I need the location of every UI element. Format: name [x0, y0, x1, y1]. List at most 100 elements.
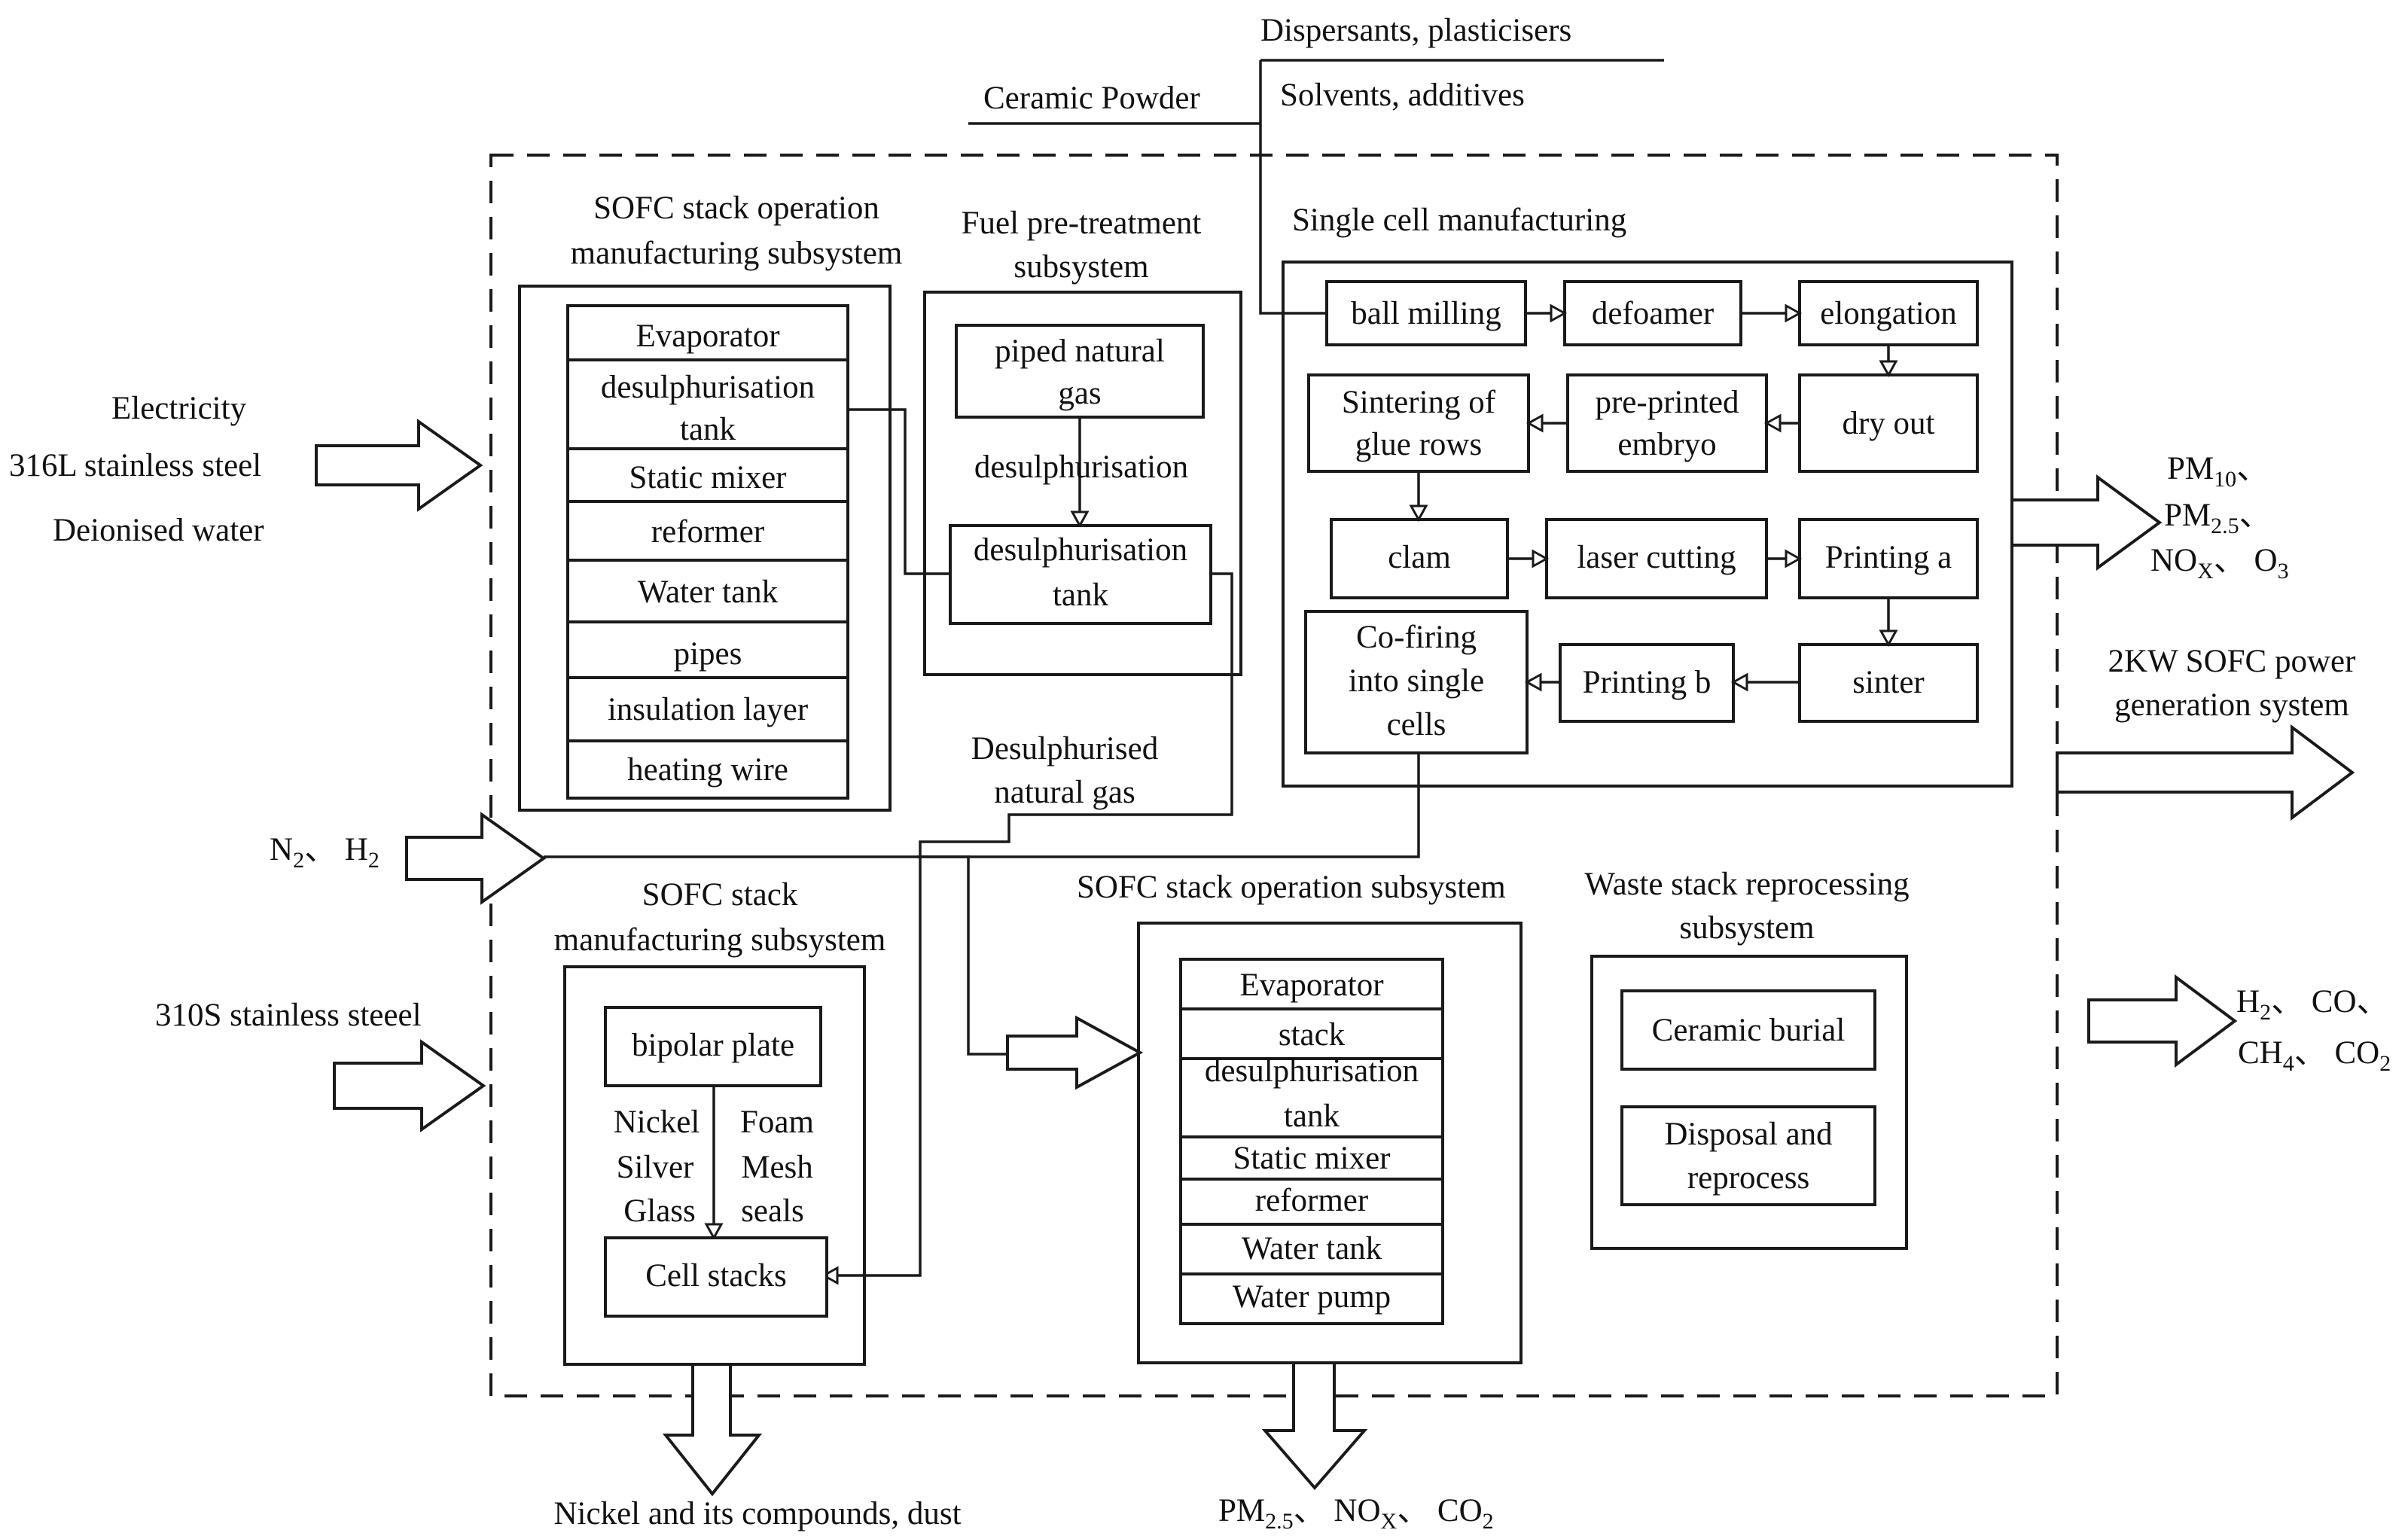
op-evaporator-label: Evaporator — [1239, 968, 1383, 1003]
output-arrow-emissions — [2010, 474, 2163, 571]
arrowhead-preprinted — [1763, 413, 1782, 433]
waste-frame — [1590, 955, 1908, 1250]
component-water-tank — [566, 559, 849, 623]
step-ball-milling-label: ball milling — [1351, 296, 1501, 331]
system-output-label-1: 2KW SOFC power — [2108, 644, 2356, 679]
desulphurised-gas-label-1: Desulphurised — [971, 731, 1158, 766]
ceramic-burial-label: Ceramic burial — [1652, 1013, 1846, 1048]
op-static-mixer — [1179, 1135, 1444, 1181]
step-cofiring-label-1: Co-firing — [1356, 620, 1477, 655]
stack-op-title: SOFC stack operation subsystem — [1077, 870, 1506, 905]
fuel-title-2: subsystem — [1013, 249, 1148, 285]
op-water-tank-label: Water tank — [1242, 1231, 1382, 1266]
gases-label-2: CH4、 CO2 — [2238, 1035, 2391, 1076]
input-arrow-n2-h2 — [405, 812, 547, 905]
fuel-tank-label-1: desulphurisation — [974, 532, 1187, 568]
step-defoamer-label: defoamer — [1592, 296, 1714, 331]
component-static-mixer — [566, 447, 849, 503]
step-clam — [1330, 518, 1509, 599]
component-desulph-label-2: tank — [680, 412, 736, 447]
step-printing-a-label: Printing a — [1825, 540, 1952, 575]
step-printing-b-label: Printing b — [1583, 665, 1712, 700]
solvents-label: Solvents, additives — [1280, 78, 1525, 113]
arrowhead-clam — [1409, 504, 1428, 523]
stack-mfg-title-1: SOFC stack — [642, 877, 798, 913]
piped-gas-box — [955, 324, 1205, 419]
component-heating-wire-label: heating wire — [627, 752, 788, 788]
system-output-label-2: generation system — [2114, 687, 2349, 723]
step-cofiring-label-2: into single — [1349, 663, 1484, 699]
arrowhead-printinga — [1785, 549, 1803, 568]
disposal-label-2: reprocess — [1687, 1160, 1809, 1196]
step-sintering-label-2: glue rows — [1355, 427, 1482, 462]
step-elongation-label: elongation — [1820, 296, 1957, 331]
foam-label: Foam — [740, 1105, 814, 1140]
deionised-water-label: Deionised water — [53, 513, 264, 548]
n2-h2-to-stack-op-line — [917, 855, 1007, 1056]
n2-h2-label: N2、 H2 — [270, 832, 379, 873]
waste-title-1: Waste stack reprocessing — [1584, 867, 1909, 902]
component-reformer-label: reformer — [651, 514, 764, 550]
op-water-pump — [1179, 1272, 1444, 1325]
piped-gas-label-2: gas — [1058, 376, 1101, 411]
arrowhead-laser — [1532, 549, 1550, 568]
electricity-label: Electricity — [111, 391, 247, 426]
input-arrow-stack-op — [1006, 1015, 1144, 1090]
step-dry-out-label: dry out — [1842, 406, 1934, 441]
desulph-to-fuel-tank-line — [848, 408, 950, 575]
disposal-label-1: Disposal and — [1664, 1117, 1832, 1152]
op-reformer-label: reformer — [1255, 1183, 1368, 1218]
component-pipes-label: pipes — [674, 636, 742, 672]
output-arrow-bottom-emissions — [1261, 1361, 1368, 1491]
piped-gas-label-1: piped natural — [995, 334, 1165, 369]
steel-310s-label: 310S stainless steeel — [155, 998, 422, 1033]
op-stack-label: stack — [1279, 1017, 1346, 1053]
component-desulph-tank — [566, 358, 849, 450]
arrowhead-cofiring — [1524, 672, 1542, 692]
step-ball-milling — [1325, 280, 1527, 346]
bipolar-plate-box — [604, 1006, 822, 1087]
arrowhead-gas-tank — [1070, 510, 1090, 529]
stack-mfg-title-2: manufacturing subsystem — [554, 922, 886, 958]
output-arrow-power-system — [2056, 724, 2355, 821]
arrowhead-printingb — [1730, 672, 1748, 692]
pm10-label: PM10、 — [2167, 451, 2269, 492]
stack-mfg-op-title-2: manufacturing subsystem — [571, 236, 903, 271]
component-water-tank-label: Water tank — [638, 574, 779, 610]
step-pre-printed-label-2: embryo — [1617, 427, 1716, 462]
arrowhead-cell-stacks — [821, 1266, 839, 1285]
component-pipes — [566, 620, 849, 679]
glass-label: Glass — [623, 1193, 696, 1229]
op-static-mixer-label: Static mixer — [1233, 1141, 1391, 1176]
materials-to-ball-milling-line — [1259, 60, 1327, 315]
arrowhead-dryout — [1879, 360, 1898, 378]
component-reformer — [566, 500, 849, 562]
step-printing-b — [1559, 643, 1735, 723]
component-evaporator — [566, 304, 849, 361]
desulphurised-gas-label-2: natural gas — [994, 775, 1135, 810]
component-heating-wire — [566, 739, 849, 800]
ceramic-powder-label: Ceramic Powder — [983, 81, 1200, 116]
step-laser-cutting-label: laser cutting — [1577, 540, 1736, 575]
ceramic-burial-box — [1620, 989, 1876, 1071]
dispersants-label: Dispersants, plasticisers — [1260, 13, 1571, 48]
disposal-box — [1620, 1105, 1876, 1206]
pm25-label: PM2.5、 — [2164, 498, 2272, 538]
component-evaporator-label: Evaporator — [636, 318, 779, 354]
stack-mfg-op-title-1: SOFC stack operation — [593, 190, 879, 226]
step-defoamer — [1563, 280, 1742, 346]
seals-label: seals — [741, 1193, 804, 1229]
output-arrow-nickel — [662, 1363, 763, 1497]
nickel-label: Nickel — [614, 1105, 700, 1140]
arrowhead-elongation — [1785, 303, 1803, 323]
fuel-desulph-tank — [949, 524, 1212, 625]
mesh-label: Mesh — [741, 1150, 813, 1185]
step-clam-label: clam — [1388, 540, 1451, 575]
op-desulph-tank — [1179, 1057, 1444, 1138]
step-cofiring-label-3: cells — [1387, 707, 1446, 742]
cell-stacks-label: Cell stacks — [645, 1258, 787, 1294]
op-desulph-label-2: tank — [1284, 1099, 1340, 1134]
op-water-pump-label: Water pump — [1233, 1279, 1391, 1315]
arrowhead-defoamer — [1550, 303, 1568, 323]
nox-o3-label: NOX、 O3 — [2150, 543, 2289, 584]
